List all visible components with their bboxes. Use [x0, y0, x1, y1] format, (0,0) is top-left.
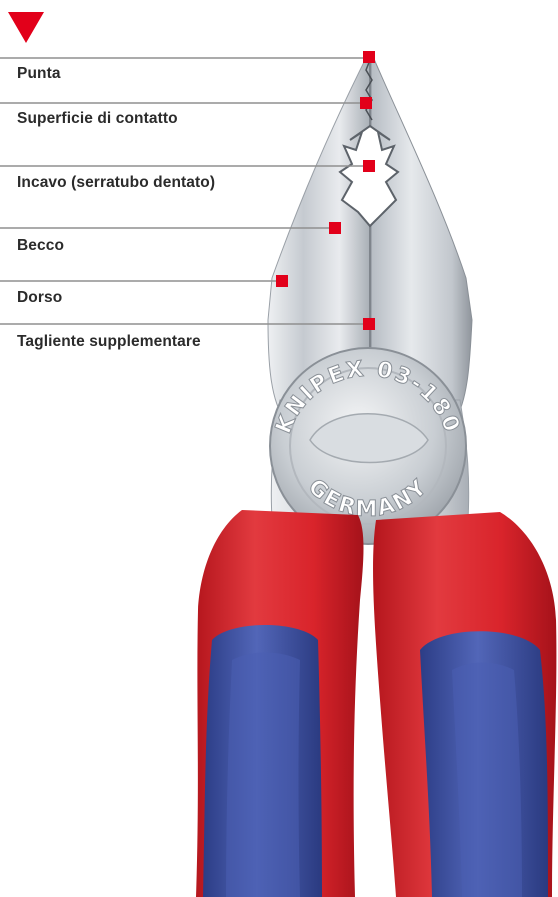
marker-punta — [363, 51, 375, 63]
marker-tagliente — [363, 318, 375, 330]
marker-becco — [329, 222, 341, 234]
marker-dorso — [276, 275, 288, 287]
label-becco: Becco — [17, 237, 64, 255]
handle-left — [196, 510, 364, 897]
label-superficie-di-contatto: Superficie di contatto — [17, 110, 178, 128]
marker-incavo — [363, 160, 375, 172]
label-punta: Punta — [17, 65, 61, 83]
label-incavo: Incavo (serratubo dentato) — [17, 174, 215, 192]
label-dorso: Dorso — [17, 289, 62, 307]
label-tagliente-supplementare: Tagliente supplementare — [17, 333, 201, 351]
marker-superficie — [360, 97, 372, 109]
handle-right — [373, 512, 556, 897]
